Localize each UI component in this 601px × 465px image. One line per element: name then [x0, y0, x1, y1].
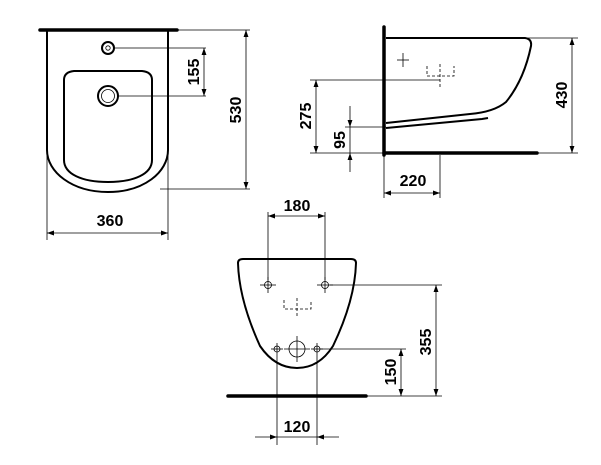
rear-view: 180 355 150 120	[226, 198, 442, 445]
dim-label-430: 430	[554, 82, 571, 109]
side-view-profile	[385, 37, 533, 124]
dim-label-120: 120	[284, 419, 311, 436]
top-view-outline	[46, 31, 169, 194]
dim-label-360: 360	[97, 213, 124, 230]
dim-label-180: 180	[284, 198, 311, 215]
dim-label-155: 155	[186, 59, 203, 86]
dim-label-220: 220	[400, 173, 427, 190]
top-view-bowl	[63, 70, 153, 184]
dim-label-530: 530	[228, 97, 245, 124]
dim-label-355: 355	[418, 329, 435, 356]
bolt-hole-icon	[271, 343, 283, 355]
drain-hole-icon	[97, 85, 119, 107]
supply-connection-icon	[283, 298, 312, 318]
top-view: 155 530 360	[38, 28, 250, 240]
dim-label-95: 95	[332, 131, 349, 149]
dim-label-150: 150	[383, 359, 400, 386]
side-view: 275 95 430 220	[298, 25, 578, 198]
rear-view-outline	[236, 258, 358, 370]
tap-hole-icon	[101, 41, 115, 55]
dim-label-275: 275	[298, 103, 315, 130]
